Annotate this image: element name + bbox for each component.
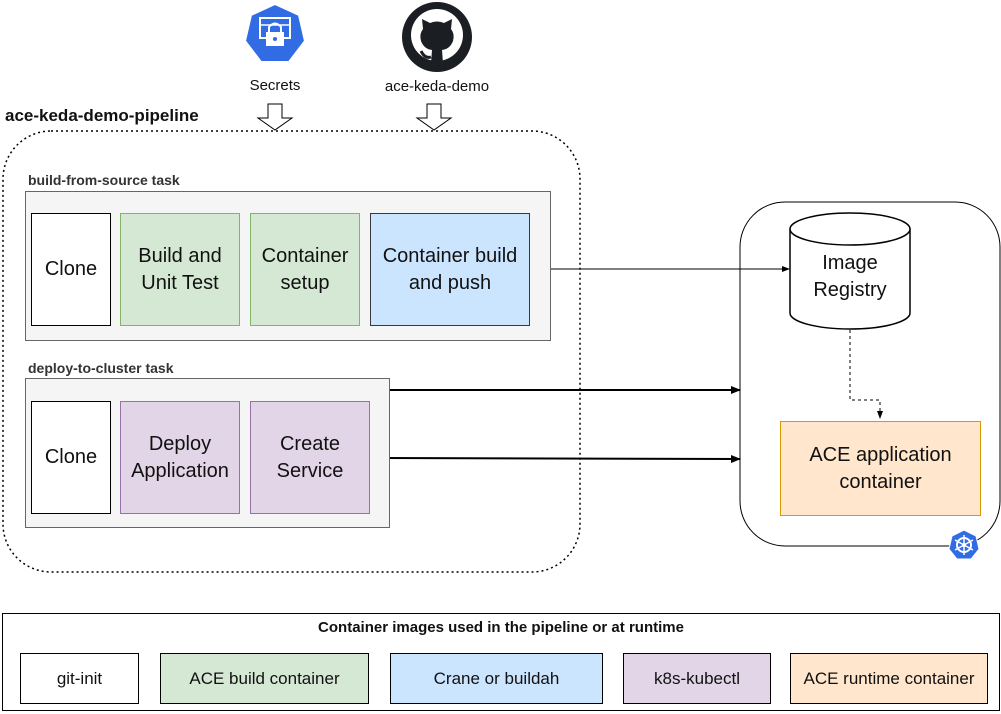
build-clone-step: Clone [31, 213, 111, 326]
legend-title: Container images used in the pipeline or… [318, 619, 684, 636]
image-registry-label: Image Registry [813, 252, 887, 301]
legend-git-init: git-init [20, 653, 139, 704]
legend-ace-build-container: ACE build container [160, 653, 369, 704]
deploy-clone-step: Clone [31, 401, 111, 514]
repo-label: ace-keda-demo [384, 78, 490, 95]
container-build-push-step: Container build and push [370, 213, 530, 326]
legend-ace-runtime-container: ACE runtime container [790, 653, 988, 704]
ace-application-container: ACE application container [780, 421, 981, 516]
deploy-application-step: Deploy Application [120, 401, 240, 514]
image-registry-cylinder [789, 212, 911, 330]
repo-input-arrow [415, 103, 453, 131]
kubernetes-icon [948, 529, 980, 560]
kubernetes-secret-icon [243, 2, 307, 63]
pipeline-boundary [2, 130, 581, 573]
secrets-label: Secrets [249, 77, 301, 94]
pipeline-title: ace-keda-demo-pipeline [5, 106, 199, 125]
legend-panel [2, 613, 1000, 711]
registry-to-container-arrow [849, 330, 883, 419]
create-service-step: Create Service [250, 401, 370, 514]
secrets-input-arrow [256, 103, 294, 131]
container-setup-step: Container setup [250, 213, 360, 326]
legend-k8s-kubectl: k8s-kubectl [623, 653, 771, 704]
build-and-unit-test-step: Build and Unit Test [120, 213, 240, 326]
build-task-title: build-from-source task [28, 172, 180, 188]
github-icon [402, 2, 472, 72]
deploy-task-title: deploy-to-cluster task [28, 360, 174, 376]
service-to-cluster-arrow [369, 454, 741, 463]
legend-crane-or-buildah: Crane or buildah [390, 653, 603, 704]
